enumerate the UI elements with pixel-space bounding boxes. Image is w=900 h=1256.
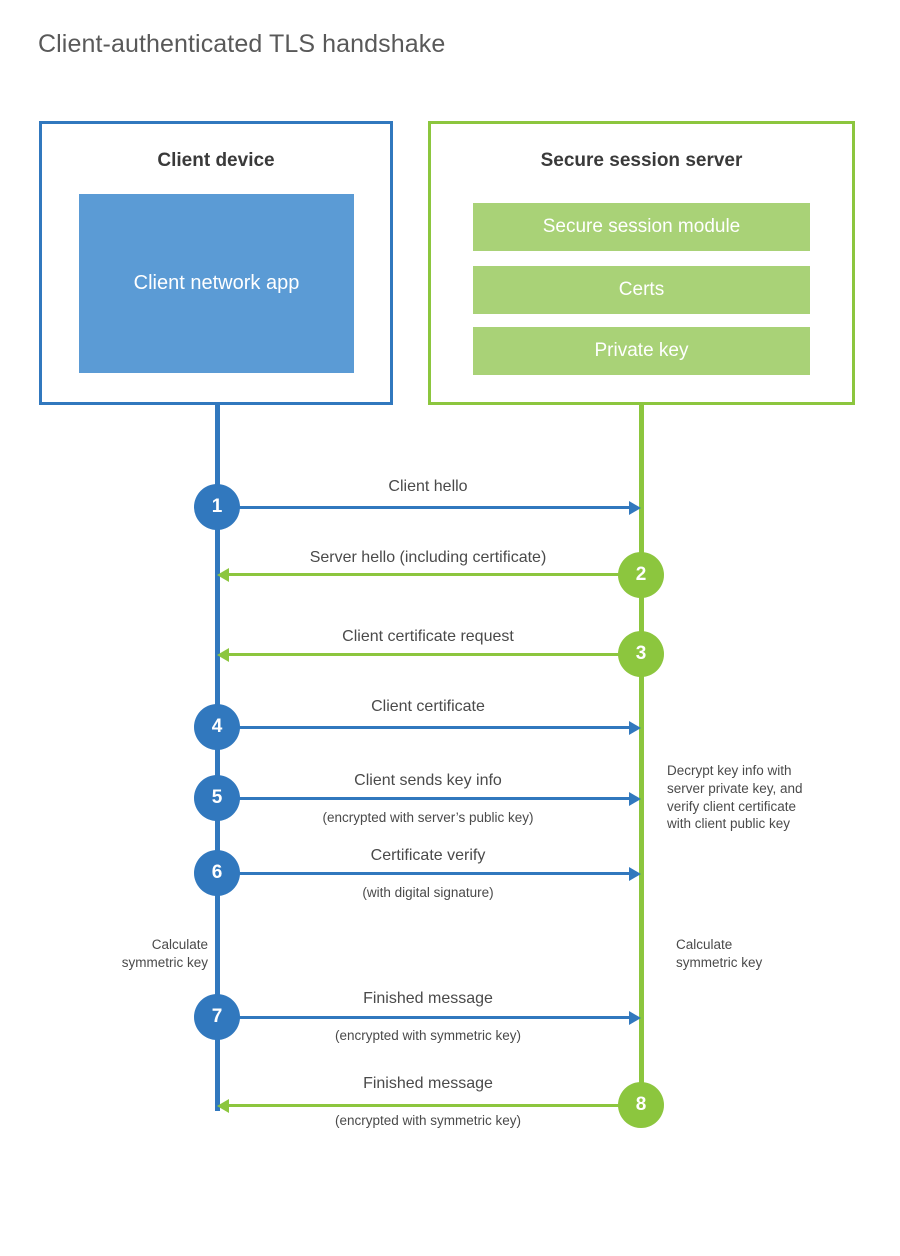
message-label-step-4: Client certificate	[371, 698, 485, 715]
note-client-calc-line-2: symmetric key	[121, 954, 208, 970]
step-circle-1[interactable]: 1	[194, 484, 240, 530]
arrow-line-step-2	[222, 573, 632, 576]
arrow-head-step-6	[629, 866, 641, 881]
arrow-head-step-3	[217, 647, 229, 662]
message-label-step-2: Server hello (including certificate)	[309, 549, 547, 566]
arrow-head-step-2	[217, 567, 229, 582]
arrow-line-step-5	[217, 797, 631, 800]
message-sublabel-step-8: (encrypted with symmetric key)	[334, 1113, 522, 1128]
actor-box-client: Client device Client network app	[39, 121, 393, 405]
note-server-decrypt: Decrypt key info with server private key…	[667, 762, 837, 833]
message-label-step-8: Finished message	[363, 1075, 493, 1092]
server-component-private-key: Private key	[473, 327, 810, 375]
note-server-calc-line-2: symmetric key	[676, 954, 763, 970]
note-server-decrypt-line-1: Decrypt key info with	[667, 763, 792, 778]
arrow-line-step-6	[217, 872, 631, 875]
arrow-head-step-1	[629, 500, 641, 515]
arrow-line-step-8	[222, 1104, 632, 1107]
arrow-head-step-4	[629, 720, 641, 735]
arrow-head-step-7	[629, 1010, 641, 1025]
message-sublabel-step-7: (encrypted with symmetric key)	[334, 1028, 522, 1043]
arrow-head-step-8	[217, 1098, 229, 1113]
message-label-step-5: Client sends key info	[354, 772, 502, 789]
step-circle-7[interactable]: 7	[194, 994, 240, 1040]
note-client-calc-line-1: Calculate	[151, 937, 208, 952]
arrow-line-step-3	[222, 653, 632, 656]
server-component-certs: Certs	[473, 266, 810, 314]
note-server-calc-line-1: Calculate	[676, 937, 733, 952]
actor-title-server: Secure session server	[540, 150, 743, 171]
step-circle-5[interactable]: 5	[194, 775, 240, 821]
step-circle-8[interactable]: 8	[618, 1082, 664, 1128]
note-server-decrypt-line-2: server private key, and	[667, 780, 803, 796]
message-label-step-6: Certificate verify	[370, 847, 486, 864]
step-circle-2[interactable]: 2	[618, 552, 664, 598]
lifeline-client	[215, 405, 220, 1111]
lifeline-server	[639, 405, 644, 1106]
message-label-step-3: Client certificate request	[342, 628, 514, 645]
note-client-calculate-symmetric-key: Calculate symmetric key	[60, 936, 208, 972]
actor-title-client: Client device	[157, 150, 275, 171]
message-label-step-7: Finished message	[363, 990, 493, 1007]
client-network-app-block: Client network app	[79, 194, 354, 373]
note-server-calculate-symmetric-key: Calculate symmetric key	[676, 936, 836, 972]
message-sublabel-step-6: (with digital signature)	[362, 885, 494, 900]
message-label-step-1: Client hello	[388, 478, 468, 495]
arrow-head-step-5	[629, 791, 641, 806]
message-sublabel-step-5: (encrypted with server’s public key)	[322, 810, 534, 825]
arrow-line-step-4	[217, 726, 631, 729]
step-circle-6[interactable]: 6	[194, 850, 240, 896]
arrow-line-step-1	[217, 506, 631, 509]
page-title: Client-authenticated TLS handshake	[38, 30, 446, 58]
server-component-secure-session-module: Secure session module	[473, 203, 810, 251]
step-circle-3[interactable]: 3	[618, 631, 664, 677]
arrow-line-step-7	[217, 1016, 631, 1019]
note-server-decrypt-line-4: with client public key	[667, 816, 791, 832]
step-circle-4[interactable]: 4	[194, 704, 240, 750]
note-server-decrypt-line-3: verify client certificate	[667, 798, 797, 814]
actor-box-server: Secure session server Secure session mod…	[428, 121, 855, 405]
